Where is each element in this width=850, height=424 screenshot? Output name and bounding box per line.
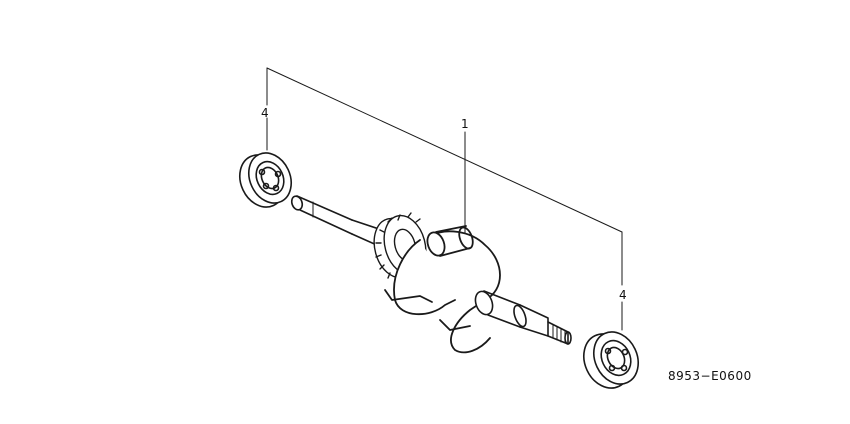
ball-bearing-top bbox=[239, 152, 292, 208]
ball-bearing-bottom bbox=[583, 331, 639, 389]
crank-web bbox=[384, 225, 501, 354]
crankshaft-left-shaft bbox=[290, 195, 389, 251]
callout-crankshaft: 1 bbox=[461, 117, 469, 131]
bearing-leader-lines bbox=[266, 67, 623, 331]
diagram-reference-code: 8953−E0600 bbox=[668, 369, 752, 383]
crankshaft-right-shaft bbox=[474, 290, 572, 345]
callout-bearing-top: 4 bbox=[261, 106, 269, 120]
callout-bearing-bottom: 4 bbox=[619, 288, 627, 302]
